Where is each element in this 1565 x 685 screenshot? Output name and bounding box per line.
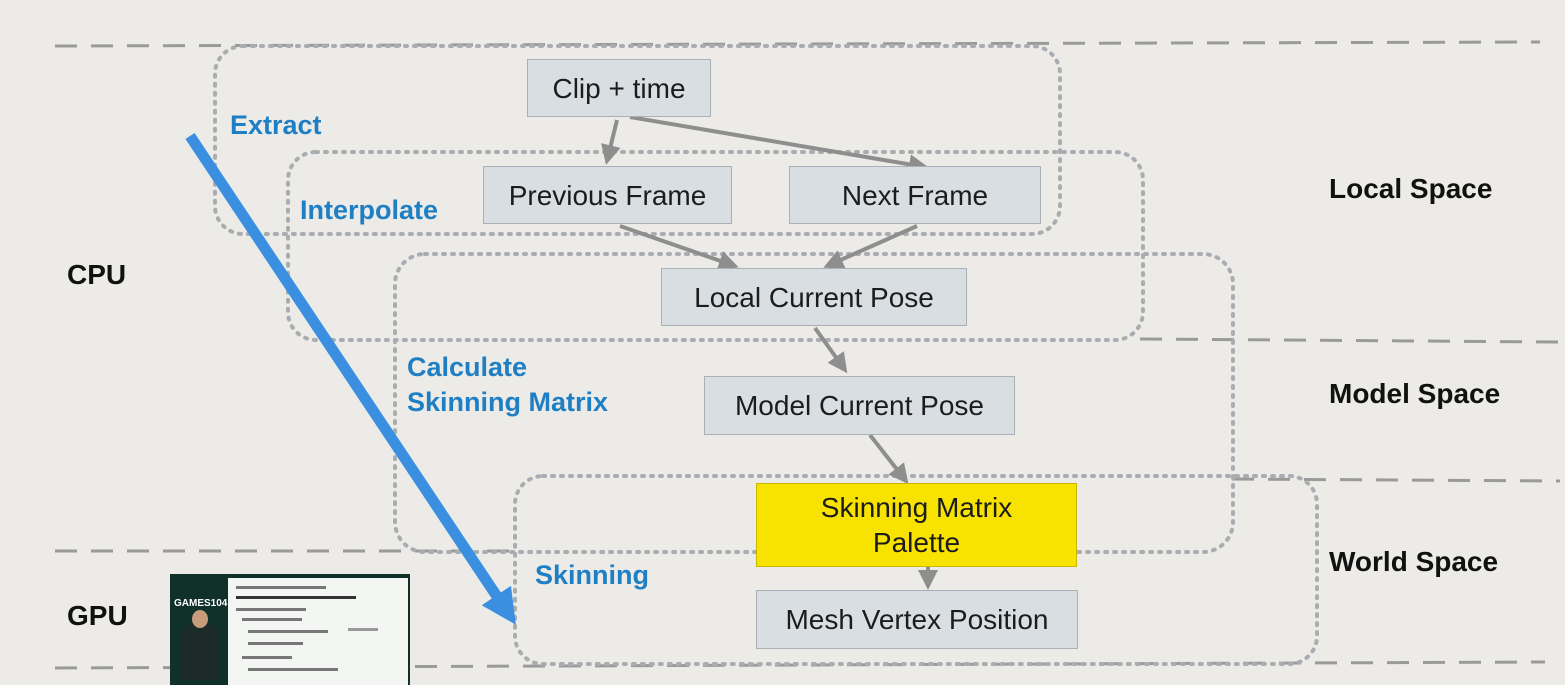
arrow-previous-to-local [619,224,739,271]
model-space-label: Model Space [1329,378,1501,409]
arrow-model-to-palette [868,433,909,485]
extract-label: Extract [230,110,322,140]
previous-frame-node: Previous Frame [483,166,732,224]
separator-local-model [1139,337,1561,344]
lecture-video-thumbnail-icon: GAMES104 [170,574,410,685]
mesh-vertex-position-node: Mesh Vertex Position [756,590,1078,649]
presenter-head [192,610,208,628]
local-space-label: Local Space [1329,173,1493,204]
arrow-local-to-model [813,326,848,374]
thumbnail-brand: GAMES104 [174,598,228,609]
skinning-label: Skinning [535,560,649,590]
world-space-label: World Space [1329,546,1499,577]
pipeline-flow-arrow [185,132,516,625]
arrow-clip-to-previous [601,119,621,165]
calculate-line-1: Calculate [407,352,528,382]
calculate-line-2: Skinning Matrix [407,387,609,418]
palette-line-1: Skinning Matrix [820,492,1013,523]
separator-bottom [54,660,1546,670]
model-current-pose-node: Model Current Pose [704,376,1015,435]
separator-model-world [1231,477,1561,483]
calculate-skinning-matrix-label: Calculate Skinning Matrix [407,350,608,420]
next-frame-node: Next Frame [789,166,1041,224]
palette-line-2: Palette [872,527,961,558]
interpolate-label: Interpolate [300,195,439,225]
arrow-next-to-local [823,224,918,269]
gpu-label: GPU [67,600,128,631]
calculate-region [393,252,1235,554]
arrow-clip-to-next [629,115,929,175]
clip-time-node: Clip + time [527,59,711,117]
thumbnail-slide [228,578,408,685]
cpu-label: CPU [67,259,127,290]
interpolate-region [286,150,1145,342]
presenter-figure [182,622,218,680]
separator-top [54,40,1541,48]
skinning-matrix-palette-node: Skinning Matrix Palette [756,483,1077,567]
local-current-pose-node: Local Current Pose [661,268,967,326]
skinning-region [513,474,1319,666]
